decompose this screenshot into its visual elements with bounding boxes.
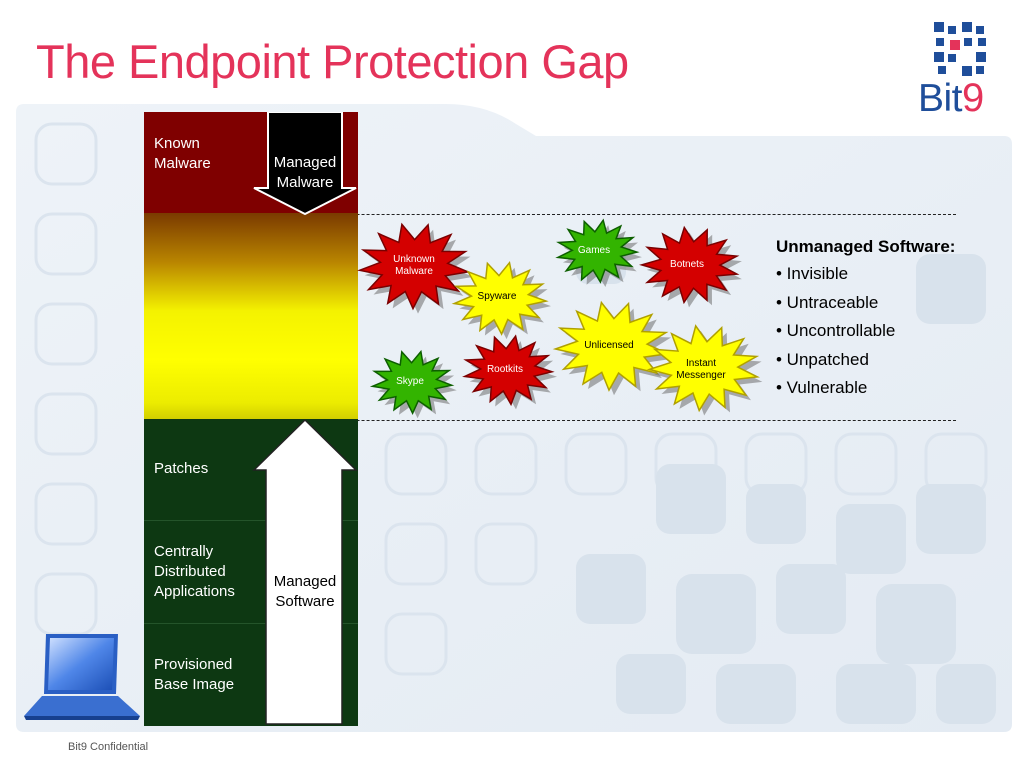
footer-confidential: Bit9 Confidential: [68, 741, 149, 753]
gap-bottom-dashed-line: [146, 420, 956, 421]
logo-wordmark-digit: 9: [962, 76, 984, 120]
burst-botnets: [639, 225, 740, 305]
burst-games: [555, 218, 640, 284]
centrally-distributed-label: Centrally Distributed Applications: [154, 543, 235, 600]
burst-rootkits: [462, 334, 555, 407]
slide-title: The Endpoint Protection Gap: [36, 35, 629, 88]
burst-label-games: Games: [577, 245, 611, 256]
unmanaged-item: • Uncontrollable: [776, 321, 896, 340]
unmanaged-item: • Vulnerable: [776, 378, 868, 397]
bit9-logo: [934, 22, 986, 76]
managed-software-arrow: [252, 418, 358, 725]
burst-label-spyware: Spyware: [477, 291, 517, 302]
burst-label-instant-messenger: Instant Messenger: [676, 358, 726, 381]
logo-wordmark: Bit9: [918, 76, 984, 121]
provisioned-base-image-label: Provisioned Base Image: [154, 656, 235, 693]
burst-unknown-malware: [357, 222, 471, 311]
gap-top-dashed-line: [146, 214, 956, 215]
burst-label-botnets: Botnets: [670, 259, 704, 270]
unmanaged-item: • Untraceable: [776, 292, 879, 312]
burst-label-skype: Skype: [396, 376, 424, 387]
managed-malware-arrow: [253, 112, 357, 216]
burst-instant-messenger: [646, 324, 760, 413]
logo-wordmark-main: Bit: [918, 77, 963, 120]
burst-unlicensed: [552, 300, 671, 392]
known-malware-label: Known Malware: [154, 135, 211, 172]
burst-skype: [369, 349, 455, 415]
burst-label-unlicensed: Unlicensed: [584, 340, 634, 351]
burst-label-unknown-malware: Unknown Malware: [393, 254, 435, 277]
unmanaged-item: • Unpatched: [776, 349, 869, 369]
unmanaged-software-list: Unmanaged Software: • Invisible • Untrac…: [776, 234, 955, 403]
patches-label: Patches: [154, 460, 209, 477]
managed-software-label: Managed Software: [273, 573, 337, 610]
laptop-icon: [24, 634, 140, 720]
unmanaged-item: • Invisible: [776, 264, 849, 283]
managed-malware-label: Managed Malware: [273, 154, 337, 191]
unmanaged-software-title: Unmanaged Software:: [776, 237, 956, 256]
burst-label-rootkits: Rootkits: [486, 364, 524, 375]
burst-spyware: [451, 260, 549, 336]
